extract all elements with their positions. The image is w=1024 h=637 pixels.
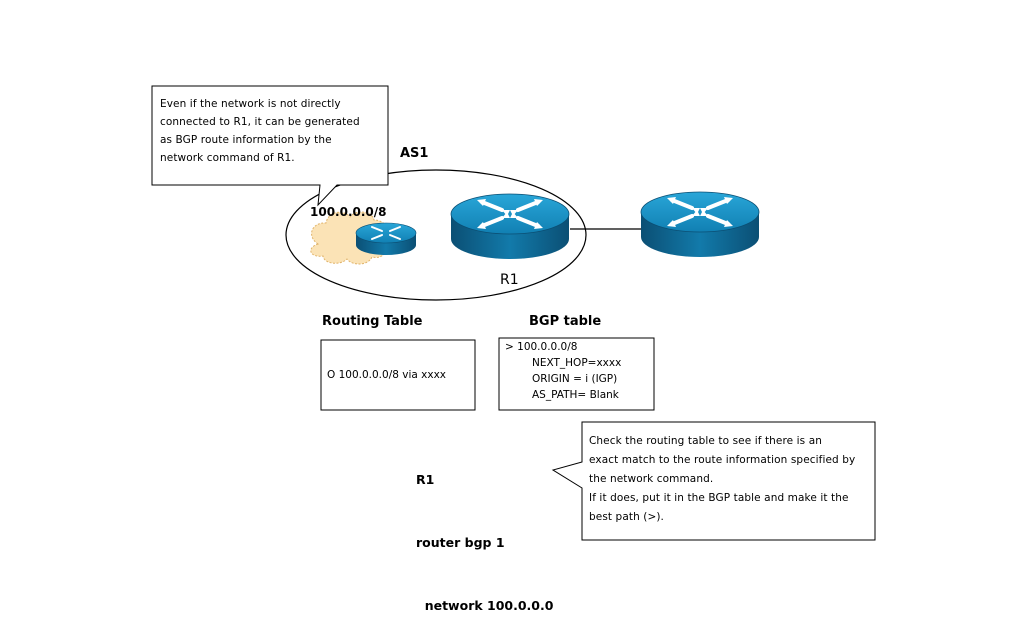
callout-top-line: network command of R1. [160, 152, 295, 164]
router-icon [355, 222, 417, 255]
bgp-entry-line: AS_PATH= Blank [532, 389, 619, 401]
callout-bottom-text: Check the routing table to see if there … [589, 432, 874, 527]
bgp-entry-line: NEXT_HOP=xxxx [532, 357, 622, 369]
routing-table-entry: O 100.0.0.0/8 via xxxx [327, 369, 447, 381]
network-label: 100.0.0.0/8 [310, 205, 387, 219]
bgp-table-box [498, 337, 655, 411]
callout-bottom-line: best path (>). [589, 511, 664, 523]
config-line: router bgp 1 [416, 535, 505, 550]
bgp-entry-line: ORIGIN = i (IGP) [532, 373, 618, 385]
as1-boundary [285, 169, 587, 301]
bgp-entry-line: > 100.0.0.0/8 [505, 341, 578, 353]
router-icon [640, 191, 760, 257]
bgp-table-title: BGP table [529, 314, 602, 329]
bgp-table-entries: > 100.0.0.0/8 NEXT_HOP=xxxx ORIGIN = i (… [505, 339, 621, 403]
callout-bottom-line: the network command. [589, 473, 714, 485]
callout-bottom-line: exact match to the route information spe… [589, 454, 856, 466]
config-line: R1 [416, 472, 435, 487]
callout-top-line: as BGP route information by the [160, 134, 332, 146]
routing-table-title: Routing Table [322, 314, 423, 329]
callout-bottom-line: Check the routing table to see if there … [589, 435, 822, 447]
routing-table-box [320, 339, 476, 411]
callout-top-text: Even if the network is not directly conn… [160, 95, 385, 167]
callout-bottom-line: If it does, put it in the BGP table and … [589, 492, 849, 504]
callout-top-line: Even if the network is not directly [160, 98, 341, 110]
network-diagram [151, 85, 876, 541]
callout-icon [551, 421, 876, 541]
router-config: R1 router bgp 1 network 100.0.0.0 [416, 427, 553, 637]
router-icon [450, 193, 570, 259]
as-label: AS1 [400, 146, 429, 161]
callout-icon [151, 85, 389, 207]
router-label: R1 [500, 272, 519, 288]
callout-top-line: connected to R1, it can be generated [160, 116, 360, 128]
config-line: network 100.0.0.0 [416, 598, 554, 613]
